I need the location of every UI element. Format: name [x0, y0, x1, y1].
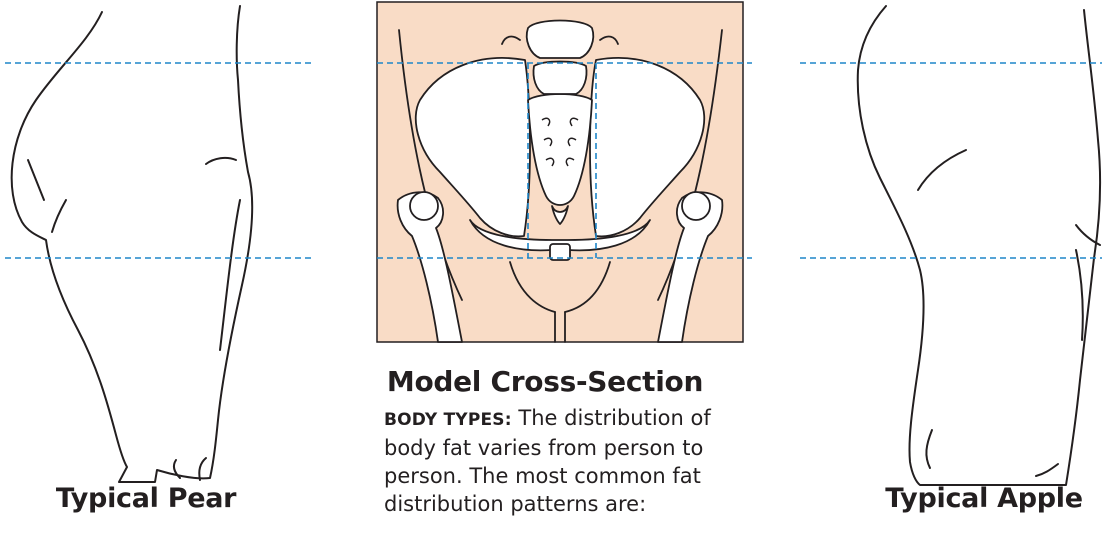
- body-types-lead: BODY TYPES:: [384, 410, 512, 430]
- pear-silhouette: [12, 6, 253, 482]
- pear-caption: Typical Pear: [28, 483, 264, 514]
- model-caption: Model Cross-Section: [362, 365, 728, 398]
- apple-silhouette: [858, 6, 1100, 485]
- body-types-description: BODY TYPES: The distribution of body fat…: [384, 404, 734, 518]
- pelvis-illustration: [377, 2, 743, 342]
- apple-caption: Typical Apple: [866, 483, 1102, 514]
